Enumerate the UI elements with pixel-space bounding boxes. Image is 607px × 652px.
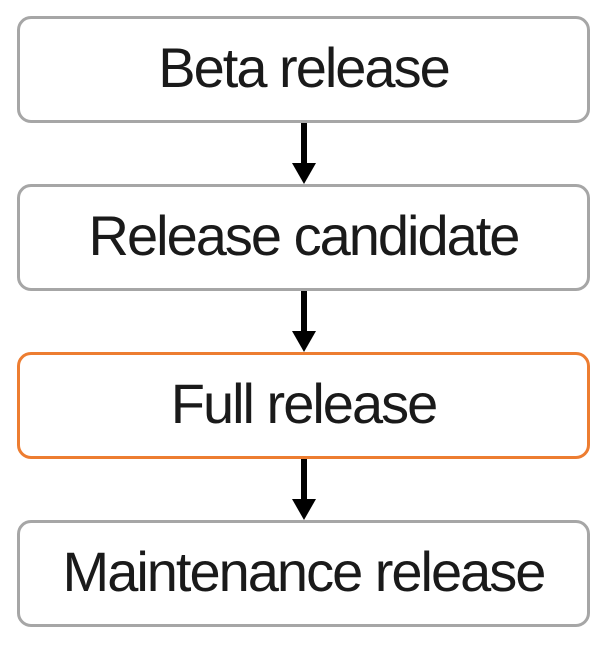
arrow-down-icon	[291, 459, 316, 520]
arrow-down-icon	[291, 291, 316, 352]
flow-step-label: Release candidate	[88, 203, 521, 267]
flow-step-label: Maintenance release	[62, 539, 547, 603]
flow-step-label: Beta release	[158, 35, 450, 99]
flow-step-label: Full release	[170, 371, 438, 435]
flow-step-full-release: Full release	[17, 352, 590, 459]
flow-step-maintenance-release: Maintenance release	[17, 520, 590, 627]
flow-step-beta-release: Beta release	[17, 16, 590, 123]
flow-step-release-candidate: Release candidate	[17, 184, 590, 291]
arrow-down-icon	[291, 123, 316, 184]
